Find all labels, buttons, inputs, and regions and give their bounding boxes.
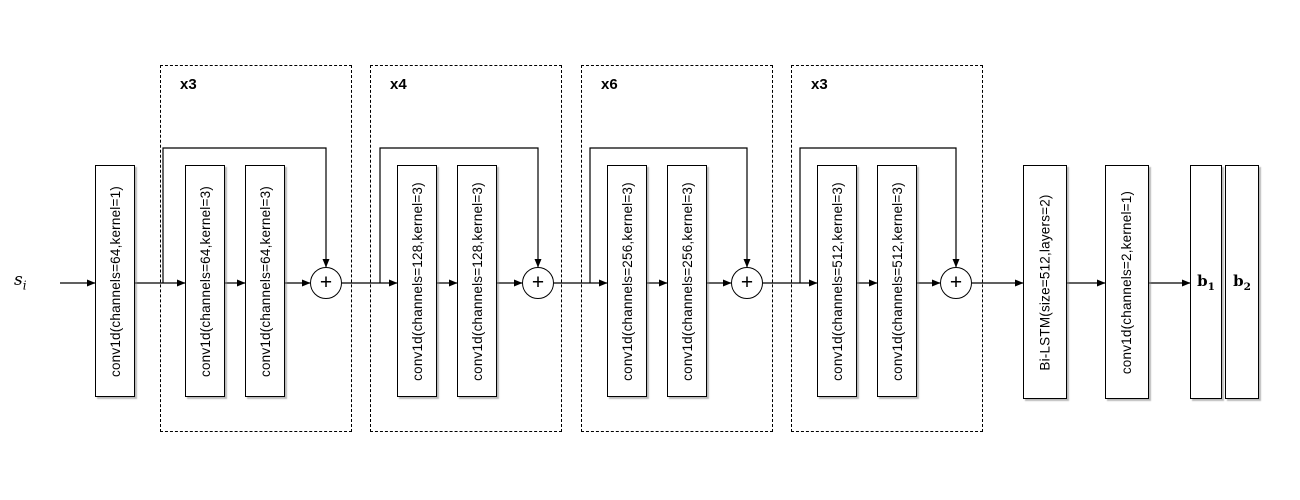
output-box-b1: b1 [1190, 165, 1222, 399]
group-2-plus-sign: + [531, 270, 545, 294]
output-b2-base: b [1233, 271, 1244, 290]
residual-group-2 [370, 65, 562, 432]
residual-group-4 [791, 65, 983, 432]
residual-group-3-repeat-label: x6 [601, 76, 618, 93]
residual-group-1 [160, 65, 352, 432]
group-4-conv-box-b: conv1d(channels=512,kernel=3) [877, 165, 917, 397]
group-3-plus-sign: + [740, 270, 754, 294]
residual-group-4-repeat-label: x3 [811, 76, 828, 93]
output-b2-label: b2 [1233, 272, 1251, 293]
output-b1-base: b [1197, 271, 1208, 290]
stem-conv-box: conv1d(channels=64,kernel=1) [95, 165, 135, 397]
residual-group-3 [581, 65, 773, 432]
output-b2-subscript: 2 [1243, 280, 1251, 293]
group-1-conv-b-label: conv1d(channels=64,kernel=3) [257, 185, 273, 377]
input-label-subscript: i [22, 278, 27, 293]
group-2-add-node: + [522, 267, 554, 299]
group-1-add-node: + [310, 267, 342, 299]
group-4-add-node: + [940, 267, 972, 299]
output-box-b2: b2 [1225, 165, 1259, 399]
group-4-plus-sign: + [949, 270, 963, 294]
group-4-conv-a-label: conv1d(channels=512,kernel=3) [829, 181, 845, 381]
group-2-conv-box-a: conv1d(channels=128,kernel=3) [397, 165, 437, 397]
group-3-conv-box-a: conv1d(channels=256,kernel=3) [607, 165, 647, 397]
group-4-conv-b-label: conv1d(channels=512,kernel=3) [889, 181, 905, 381]
group-1-conv-a-label: conv1d(channels=64,kernel=3) [197, 185, 213, 377]
bilstm-label: Bi-LSTM(size=512,layers=2) [1037, 193, 1053, 371]
group-4-conv-box-a: conv1d(channels=512,kernel=3) [817, 165, 857, 397]
group-2-conv-box-b: conv1d(channels=128,kernel=3) [457, 165, 497, 397]
group-1-conv-box-b: conv1d(channels=64,kernel=3) [245, 165, 285, 397]
head-conv-box: conv1d(channels=2,kernel=1) [1105, 165, 1149, 399]
group-2-conv-a-label: conv1d(channels=128,kernel=3) [409, 181, 425, 381]
residual-group-1-repeat-label: x3 [180, 76, 197, 93]
group-1-conv-box-a: conv1d(channels=64,kernel=3) [185, 165, 225, 397]
head-conv-label: conv1d(channels=2,kernel=1) [1119, 190, 1135, 374]
output-b1-label: b1 [1197, 272, 1215, 293]
group-2-conv-b-label: conv1d(channels=128,kernel=3) [469, 181, 485, 381]
residual-group-2-repeat-label: x4 [390, 76, 407, 93]
group-3-conv-a-label: conv1d(channels=256,kernel=3) [619, 181, 635, 381]
bilstm-box: Bi-LSTM(size=512,layers=2) [1023, 165, 1067, 399]
output-b1-subscript: 1 [1207, 280, 1215, 293]
input-label-base: s [14, 270, 23, 290]
group-1-plus-sign: + [319, 270, 333, 294]
stem-conv-label: conv1d(channels=64,kernel=1) [107, 185, 123, 377]
group-3-conv-b-label: conv1d(channels=256,kernel=3) [679, 181, 695, 381]
input-label: si [14, 270, 27, 292]
group-3-add-node: + [731, 267, 763, 299]
group-3-conv-box-b: conv1d(channels=256,kernel=3) [667, 165, 707, 397]
